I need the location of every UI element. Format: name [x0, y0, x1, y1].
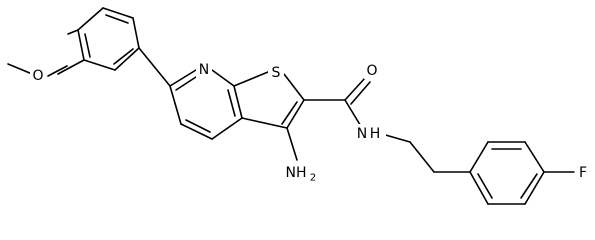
amide-hydrogen-label: H: [370, 126, 381, 142]
methoxy-oxygen-label: O: [32, 68, 43, 84]
aryl-pyridine-bond: [138, 47, 171, 87]
methoxy-bond-ring-o: [67, 29, 79, 35]
chemical-structure-diagram: O N S O N H NH 2 F: [7, 7, 590, 205]
methoxyphenyl-ring: [77, 7, 140, 71]
amino-bond: [286, 127, 298, 161]
carbonyl-oxygen-label: O: [366, 63, 377, 79]
thiophene-sulfur-label: S: [272, 65, 281, 81]
amino-subscript-label: 2: [310, 173, 316, 184]
pyridine-nitrogen-label: N: [199, 62, 209, 78]
atom-labels: O N S O N H NH 2 F: [30, 61, 590, 184]
fluorine-label: F: [579, 165, 587, 181]
amino-group-label: NH: [286, 165, 307, 181]
pyridine-ring: [169, 69, 243, 140]
methoxy-bond-o-ring: [47, 65, 68, 77]
amide-nitrogen-label: N: [357, 126, 367, 142]
fluorophenyl-ring: [469, 141, 545, 205]
ethyl-linker: [381, 133, 471, 173]
carboxamide-group: [303, 77, 371, 129]
thiophene-ring: [233, 71, 305, 129]
